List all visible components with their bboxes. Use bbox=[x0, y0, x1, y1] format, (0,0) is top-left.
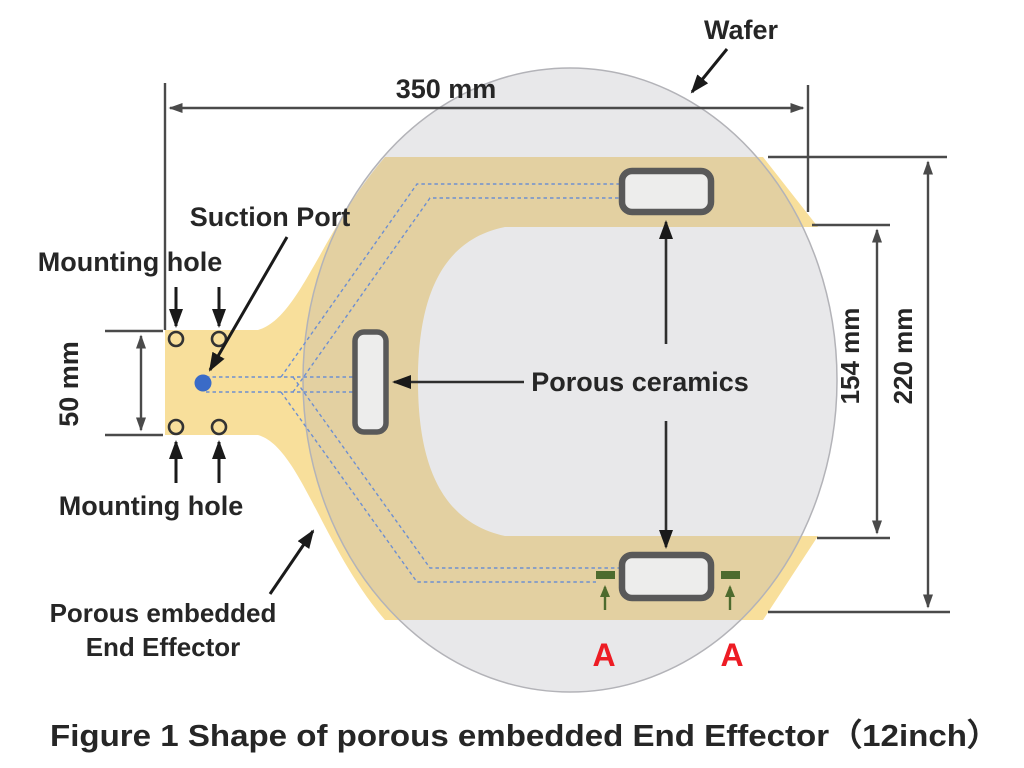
suction-port-label: Suction Port bbox=[190, 202, 351, 232]
mounting-holes bbox=[167, 330, 228, 436]
dimension-lines bbox=[105, 83, 950, 614]
wafer-label: Wafer bbox=[704, 15, 779, 45]
wafer-disc bbox=[302, 67, 838, 693]
porous-pockets bbox=[352, 167, 715, 602]
porous-embedded-label-line1: Porous embedded bbox=[50, 598, 277, 628]
porous-pocket-bottom bbox=[618, 551, 715, 602]
section-tick-left bbox=[596, 571, 615, 579]
mounting-hole-top-left bbox=[167, 330, 185, 348]
porous-embedded-arrow bbox=[268, 529, 315, 595]
dim-154-label: 154 mm bbox=[835, 308, 865, 405]
end-effector-body bbox=[165, 157, 818, 620]
vacuum-channels bbox=[206, 183, 621, 583]
mounting-hole-bottom-right bbox=[210, 418, 228, 436]
dim-220-label: 220 mm bbox=[888, 308, 918, 405]
dim-50-label: 50 mm bbox=[54, 341, 84, 427]
section-a-label-right: A bbox=[720, 637, 743, 673]
dim-350-label: 350 mm bbox=[396, 74, 497, 104]
suction-port-dot bbox=[194, 374, 212, 392]
section-tick-right bbox=[721, 571, 740, 579]
wafer-arrow bbox=[690, 48, 729, 94]
porous-pocket-top bbox=[618, 167, 715, 216]
figure-caption: Figure 1 Shape of porous embedded End Ef… bbox=[50, 718, 1000, 753]
section-markers bbox=[596, 571, 740, 610]
callout-arrows bbox=[169, 48, 729, 595]
mounting-hole-bottom-label: Mounting hole bbox=[59, 491, 243, 521]
porous-ceramics-arrows bbox=[392, 220, 673, 549]
porous-embedded-label-line2: End Effector bbox=[86, 632, 241, 662]
suction-port-arrow bbox=[208, 236, 289, 372]
mounting-hole-top-right bbox=[210, 330, 228, 348]
porous-ceramics-label: Porous ceramics bbox=[531, 367, 749, 397]
porous-pocket-center bbox=[352, 329, 389, 435]
mounting-hole-bottom-left bbox=[167, 418, 185, 436]
section-a-label-left: A bbox=[592, 637, 615, 673]
mounting-hole-top-label: Mounting hole bbox=[38, 247, 222, 277]
